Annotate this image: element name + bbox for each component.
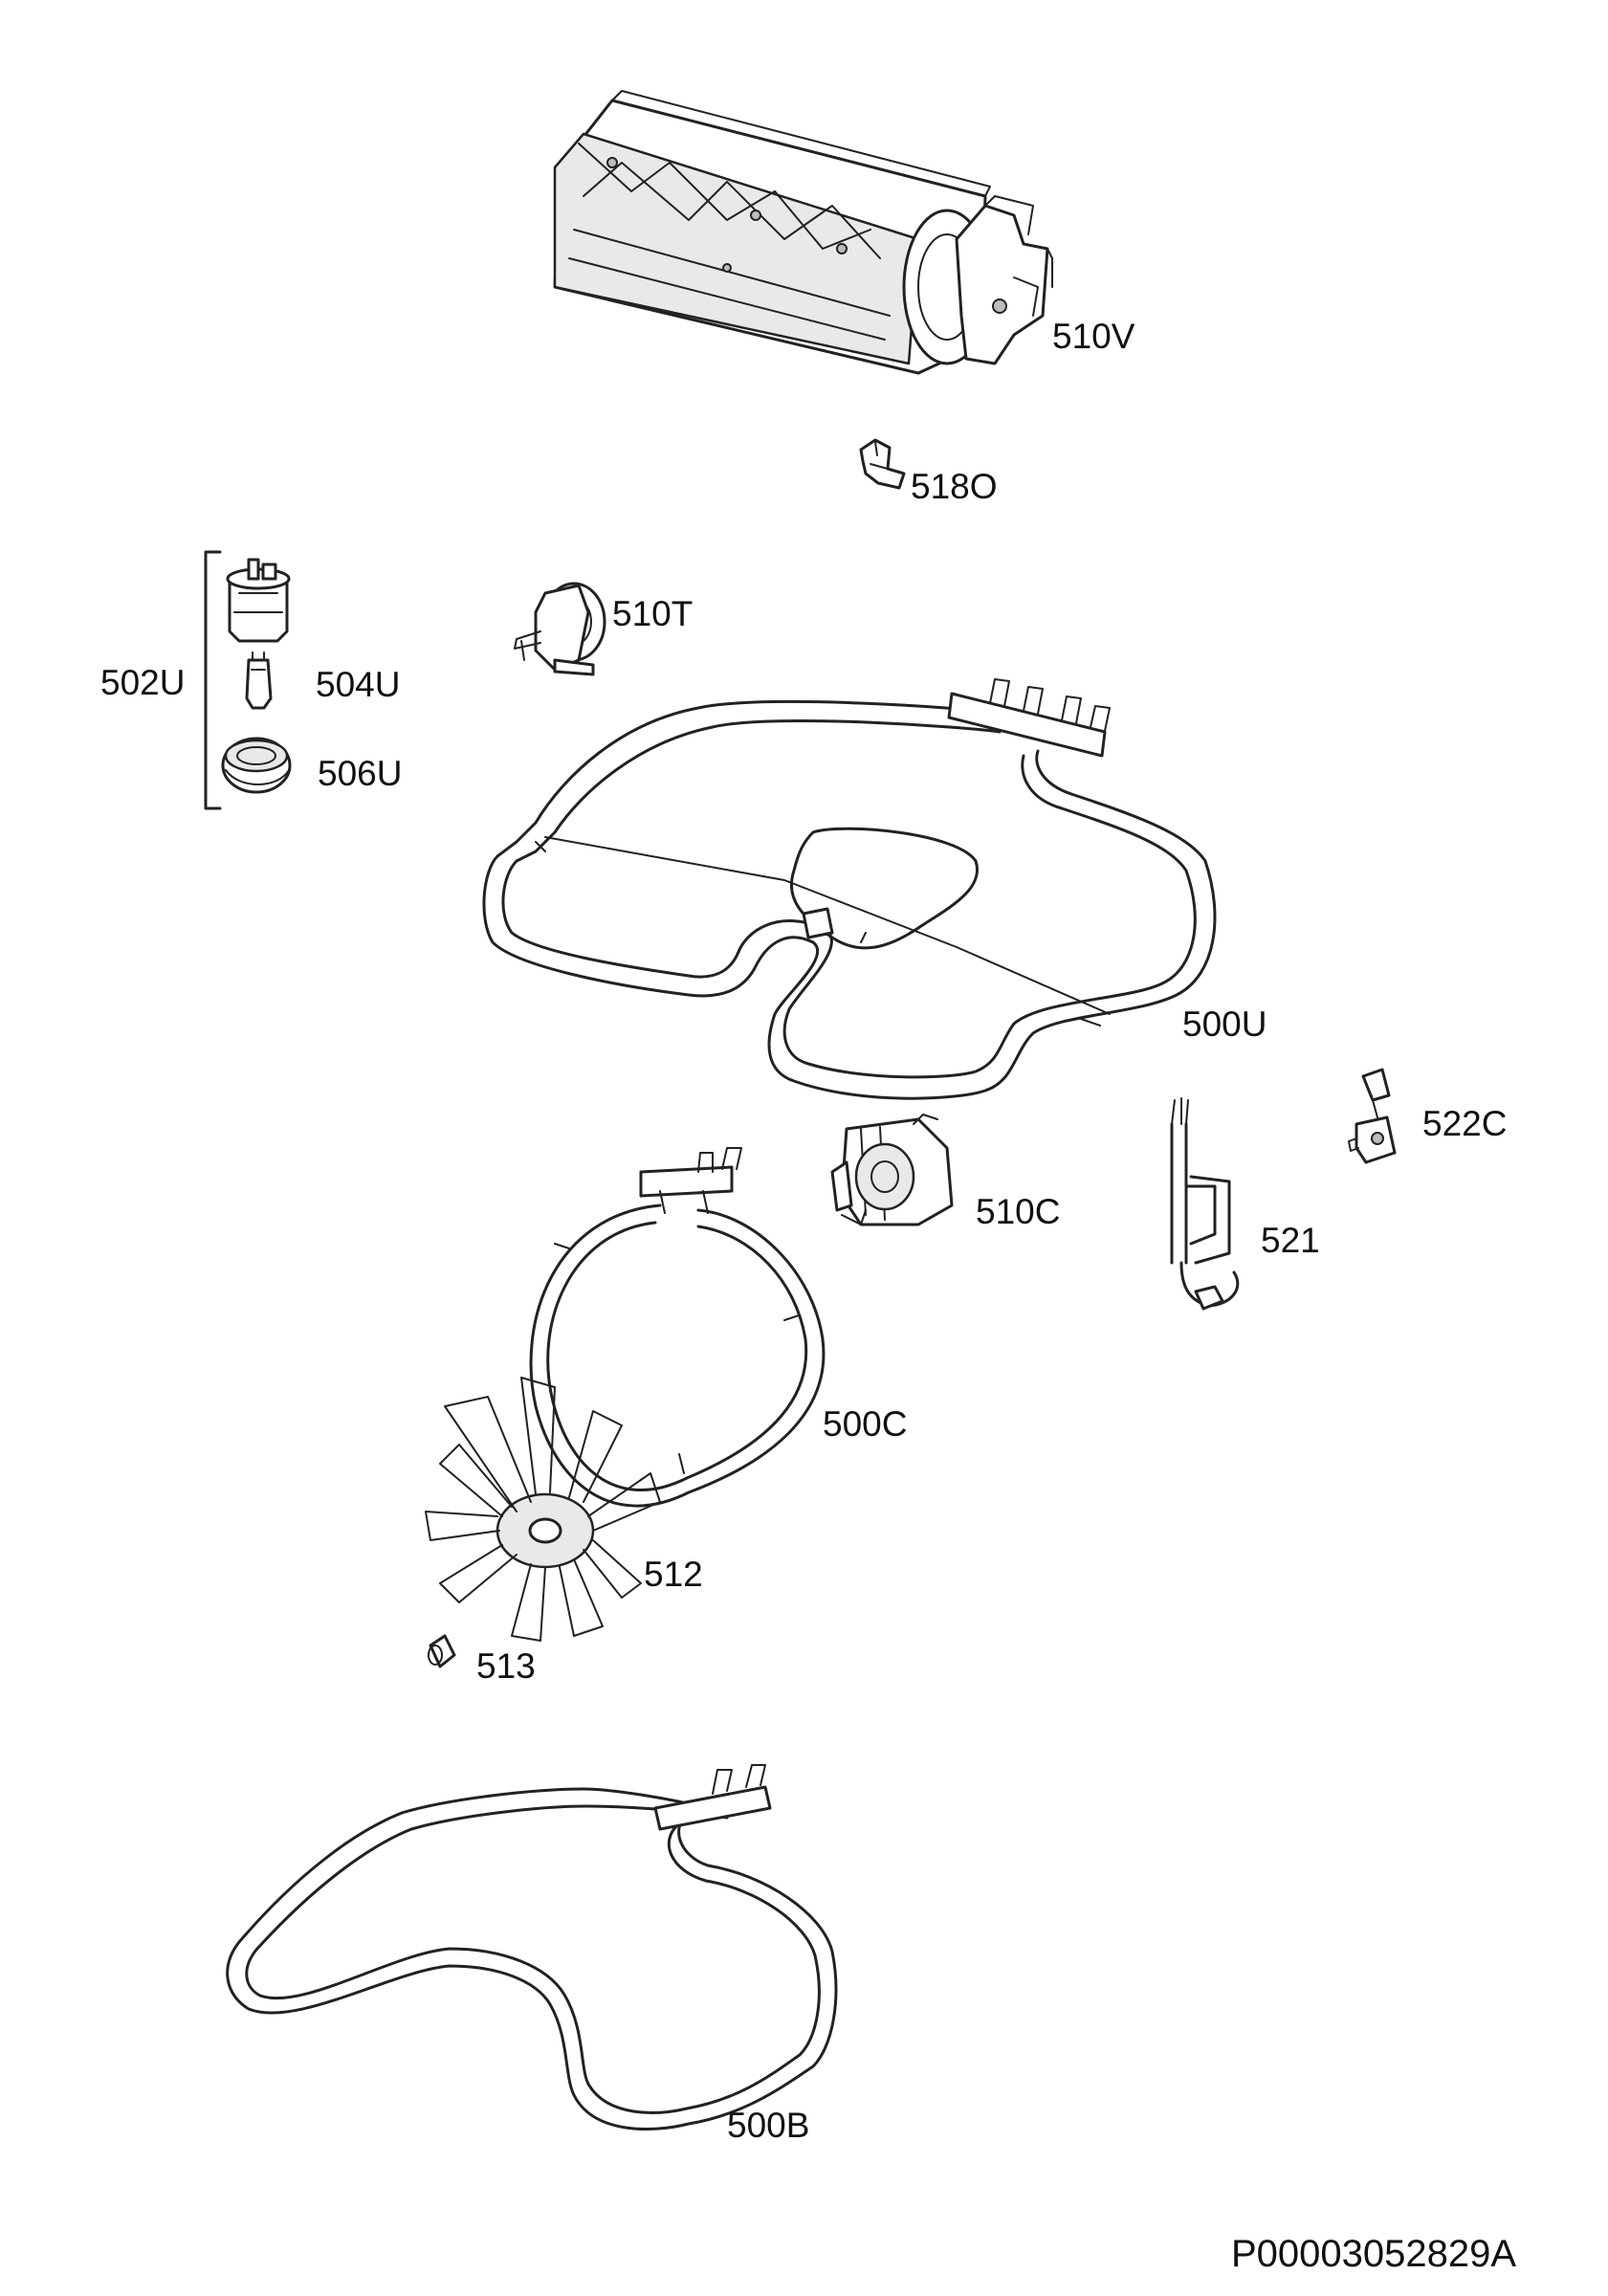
label-502U: 502U — [100, 663, 186, 702]
label-500C: 500C — [823, 1404, 908, 1444]
label-518O: 518O — [911, 467, 998, 506]
label-510V: 510V — [1052, 317, 1135, 356]
label-504U: 504U — [316, 665, 401, 704]
label-506U: 506U — [318, 754, 403, 793]
part-518O-clip[interactable] — [859, 438, 906, 490]
part-510T-motor[interactable] — [514, 582, 606, 676]
label-522C: 522C — [1422, 1104, 1508, 1143]
part-512-fan-blade[interactable] — [425, 1377, 661, 1642]
document-id: P00003052829A — [1231, 2233, 1517, 2275]
part-lamp-holder[interactable] — [226, 558, 291, 643]
label-500B: 500B — [727, 2106, 810, 2145]
part-522C-switch[interactable] — [1348, 1068, 1397, 1164]
part-504U-lamp-bulb[interactable] — [245, 651, 273, 710]
label-510C: 510C — [976, 1192, 1061, 1231]
part-506U-lamp-cover[interactable] — [221, 737, 292, 794]
part-500B-lower-heating-element[interactable] — [226, 1764, 838, 2131]
bracket-502U — [204, 550, 222, 810]
part-510C-fan-motor[interactable] — [830, 1114, 954, 1226]
part-500U-upper-heating-element[interactable] — [482, 678, 1217, 1100]
part-521-cable[interactable] — [1170, 1097, 1240, 1311]
label-513: 513 — [476, 1646, 536, 1686]
label-521: 521 — [1261, 1221, 1320, 1260]
part-510V-tangential-fan[interactable] — [553, 90, 1053, 375]
part-513-nut[interactable] — [428, 1634, 456, 1668]
label-510T: 510T — [612, 594, 694, 633]
label-500U: 500U — [1182, 1004, 1267, 1044]
label-512: 512 — [644, 1555, 703, 1594]
part-500C-circular-heating-element[interactable] — [529, 1147, 826, 1508]
